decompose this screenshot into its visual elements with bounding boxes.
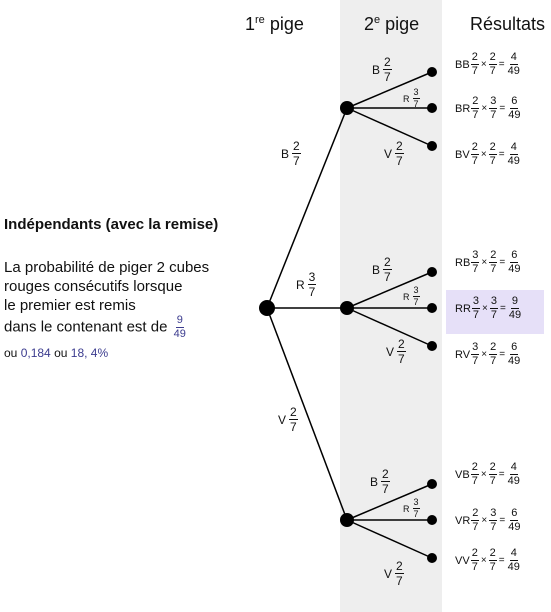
header-first-draw: 1re pige	[245, 14, 304, 34]
leaf-rb	[427, 267, 437, 277]
branch-b-b	[346, 71, 433, 109]
root-node	[259, 300, 275, 316]
header-second-draw: 2e pige	[364, 14, 420, 34]
leaf-br	[427, 103, 437, 113]
branch-r-v	[346, 307, 433, 347]
leaf-vr	[427, 515, 437, 525]
branch-r-b	[346, 271, 433, 309]
side-text: La probabilité de piger 2 cubes rouges c…	[4, 259, 210, 340]
header-results: Résultats	[470, 14, 546, 34]
node-v	[340, 513, 354, 527]
leaf-vv	[427, 553, 437, 563]
leaf-rv	[427, 341, 437, 351]
leaf-bv	[427, 141, 437, 151]
leaf-rr	[427, 303, 437, 313]
second-draw-band	[340, 0, 442, 612]
leaf-bb	[427, 67, 437, 77]
branch-v-b	[346, 483, 433, 521]
leaf-vb	[427, 479, 437, 489]
branch-root-b	[266, 107, 348, 309]
node-r	[340, 301, 354, 315]
node-b	[340, 101, 354, 115]
branch-b-v	[346, 107, 433, 147]
side-title: Indépendants (avec la remise)	[4, 216, 219, 233]
branch-root-v	[266, 307, 348, 521]
branch-v-v	[346, 519, 433, 559]
side-alternatives: ou 0,184 ou 18, 4%	[4, 346, 109, 360]
rr-highlight	[446, 290, 544, 334]
